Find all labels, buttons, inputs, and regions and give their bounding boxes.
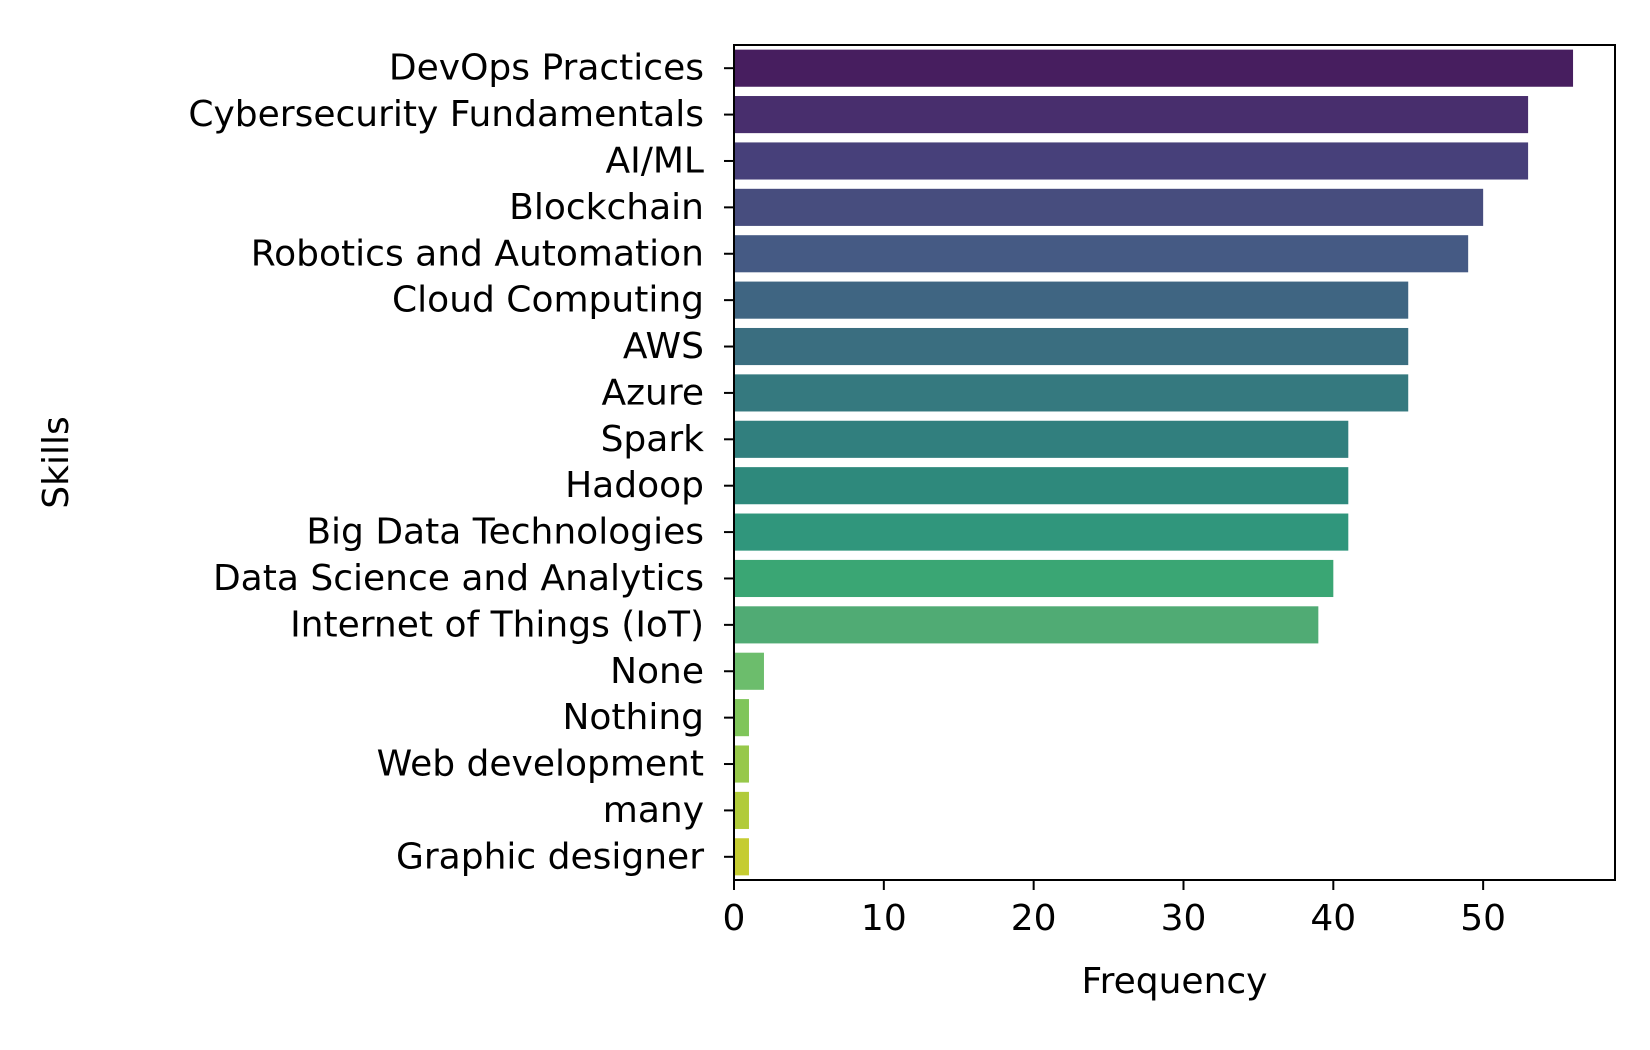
y-tick-label: Hadoop: [565, 465, 704, 506]
bar: [734, 838, 749, 876]
y-tick-label: Blockchain: [509, 187, 704, 228]
bar: [734, 96, 1529, 134]
bar: [734, 235, 1469, 273]
bar: [734, 281, 1409, 319]
x-tick-label: 50: [1460, 898, 1506, 939]
bar: [734, 559, 1334, 598]
y-tick-label: Data Science and Analytics: [213, 558, 704, 599]
y-tick-label: AI/ML: [606, 140, 705, 181]
x-tick-label: 10: [861, 898, 907, 939]
y-tick-label: Robotics and Automation: [251, 233, 704, 274]
y-tick-label: Graphic designer: [396, 836, 704, 877]
bars-layer: [734, 49, 1574, 876]
y-tick-label: AWS: [623, 326, 704, 367]
bar: [734, 142, 1529, 180]
bar: [734, 745, 749, 783]
y-tick-label: DevOps Practices: [389, 48, 704, 89]
x-axis-title: Frequency: [1082, 961, 1268, 1002]
x-tick-label: 40: [1310, 898, 1356, 939]
y-tick-label: Spark: [601, 419, 705, 460]
x-tick-label: 30: [1161, 898, 1207, 939]
bar: [734, 467, 1349, 505]
y-axis-title: Skills: [36, 416, 77, 508]
x-axis: 0 10 20 30 40 50: [723, 880, 1506, 939]
bar: [734, 699, 749, 737]
x-tick-label: 0: [723, 898, 746, 939]
y-tick-label: None: [610, 651, 704, 692]
bar: [734, 791, 749, 829]
y-tick-label: Big Data Technologies: [306, 512, 704, 553]
bar: [734, 188, 1484, 226]
bar: [734, 513, 1349, 551]
bar: [734, 327, 1409, 366]
y-tick-label: Internet of Things (IoT): [290, 604, 704, 645]
y-tick-label: Cybersecurity Fundamentals: [188, 94, 704, 135]
y-tick-label: Azure: [602, 372, 705, 413]
y-tick-label: Web development: [377, 744, 704, 785]
y-tick-label: Nothing: [562, 697, 704, 738]
bar: [734, 652, 764, 690]
bar: [734, 374, 1409, 412]
bar: [734, 606, 1319, 644]
y-tick-label: many: [603, 790, 704, 831]
bar: [734, 420, 1349, 458]
bar: [734, 49, 1574, 87]
plot-frame: [733, 44, 1616, 881]
y-tick-label: Cloud Computing: [392, 280, 704, 321]
x-tick-label: 20: [1011, 898, 1057, 939]
